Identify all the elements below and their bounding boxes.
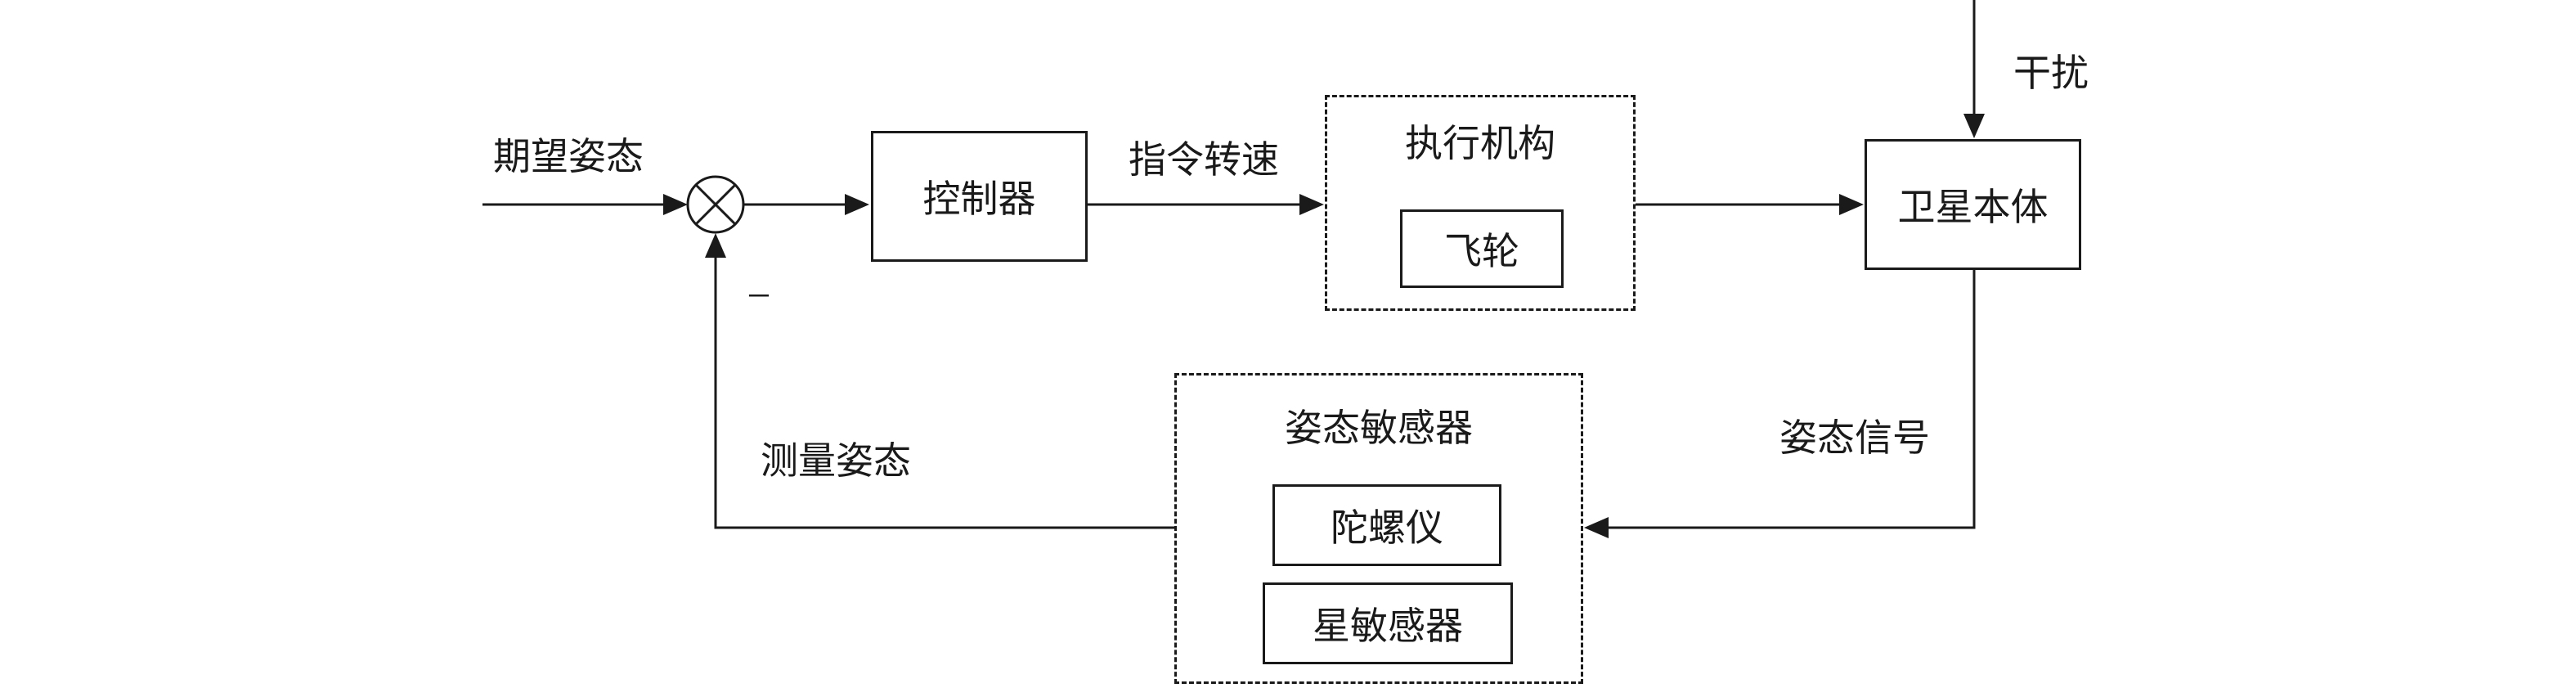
sensor-group-box <box>1174 373 1583 684</box>
arrowhead-into-actuator <box>1299 194 1324 215</box>
arrowhead-disturbance <box>1963 114 1985 138</box>
arrowhead-into-sensor <box>1584 517 1609 538</box>
wire-attitude-signal <box>1606 270 1976 529</box>
summing-junction-cross <box>694 183 737 226</box>
flywheel-label: 飞轮 <box>1444 231 1519 272</box>
gyroscope-label: 陀螺仪 <box>1331 507 1443 549</box>
controller-block: 控制器 <box>871 131 1088 262</box>
actuator-group-box <box>1325 95 1636 311</box>
star-sensor-block: 星敏感器 <box>1263 582 1513 664</box>
sensor-group-title: 姿态敏感器 <box>1285 407 1473 449</box>
star-sensor-label: 星敏感器 <box>1313 605 1463 647</box>
gyroscope-block: 陀螺仪 <box>1272 484 1501 566</box>
satellite-body-label: 卫星本体 <box>1897 187 2049 228</box>
wire-measured-attitude <box>714 255 1174 529</box>
minus-sign-label: − <box>747 272 771 320</box>
flywheel-block: 飞轮 <box>1400 209 1564 288</box>
measured-attitude-label: 测量姿态 <box>761 440 911 482</box>
arrowhead-into-sum <box>663 194 688 215</box>
arrowhead-into-controller <box>845 194 869 215</box>
desired-attitude-label: 期望姿态 <box>493 136 644 178</box>
actuator-group-title: 执行机构 <box>1405 123 1555 164</box>
command-speed-label: 指令转速 <box>1129 139 1279 181</box>
attitude-signal-label: 姿态信号 <box>1779 417 1930 459</box>
controller-label: 控制器 <box>922 178 1036 220</box>
disturbance-label: 干扰 <box>2013 52 2089 94</box>
satellite-body-block: 卫星本体 <box>1865 139 2081 270</box>
arrowhead-into-satellite <box>1839 194 1864 215</box>
arrowhead-feedback-into-sum <box>705 233 726 258</box>
